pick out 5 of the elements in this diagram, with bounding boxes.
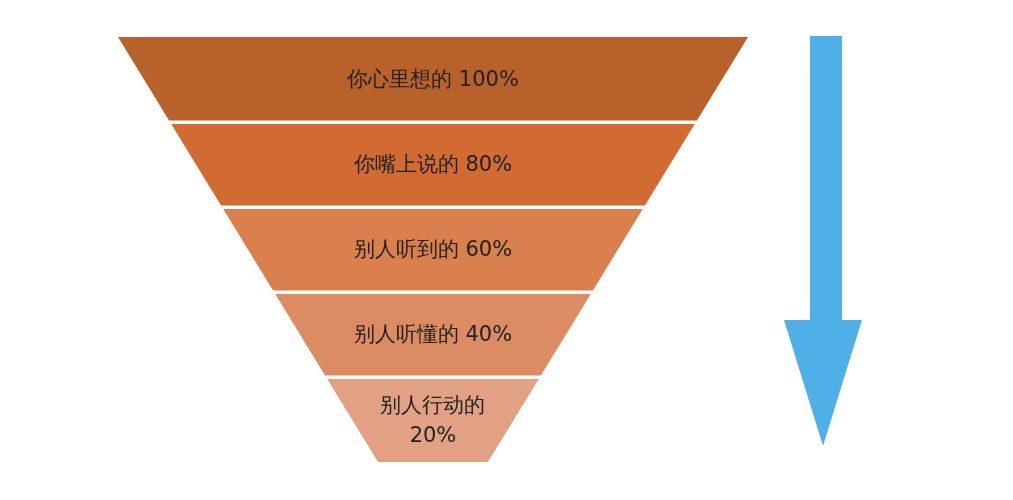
funnel-level: 你嘴上说的 80% (170, 123, 696, 206)
funnel-level: 别人听到的 60% (222, 208, 644, 291)
funnel-level: 别人听懂的 40% (274, 293, 592, 376)
funnel-level: 别人行动的 20% (326, 378, 540, 462)
funnel-level: 你心里想的 100% (118, 37, 748, 121)
